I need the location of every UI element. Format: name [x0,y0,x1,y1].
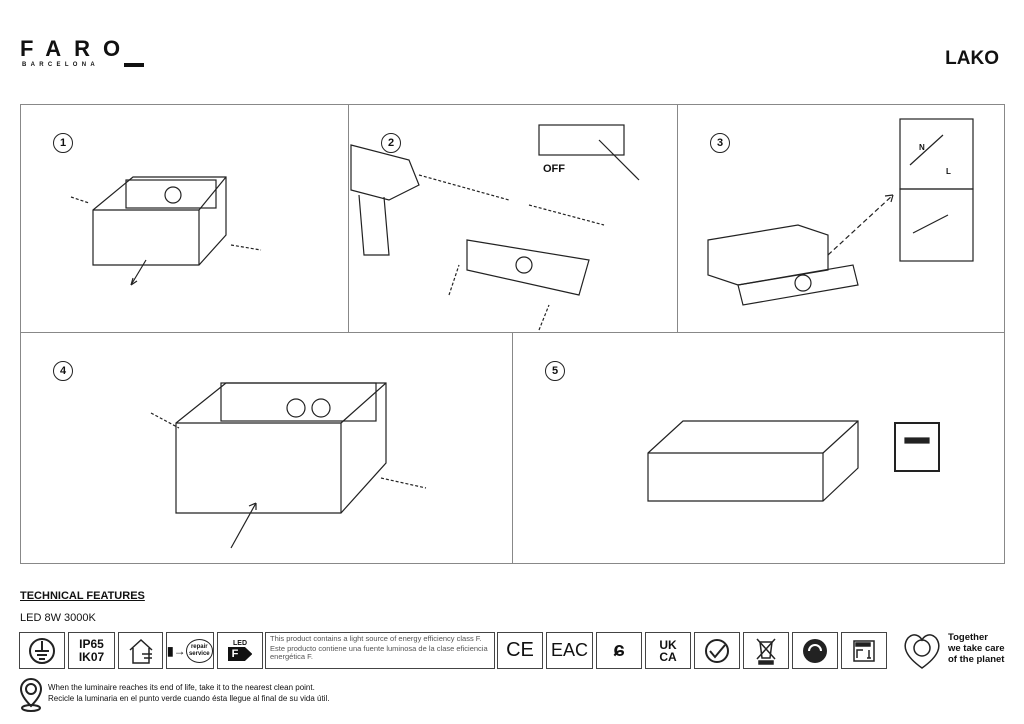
step-3-illustration [707,118,974,306]
ukca-line1: UK [659,637,677,652]
slogan-line1: Together [948,632,988,643]
recycle-location-icon [19,678,43,712]
certification-check-icon [694,632,740,669]
recycle-notice: When the luminaire reaches its end of li… [48,682,330,704]
repair-service-icon: ▮→repair service [166,632,214,669]
step-number: 4 [53,361,73,381]
energy-text-en: This product contains a light source of … [270,634,482,643]
ce-mark: CE [497,632,543,669]
ip-rating: IP65 [79,636,104,651]
step-4-panel: 4 [20,332,513,564]
eac-mark: EAC [546,632,593,669]
wire-n-label: N [919,143,925,152]
step-number: 5 [545,361,565,381]
step-number: 1 [53,133,73,153]
weee-bin-icon [743,632,789,669]
energy-info-box: This product contains a light source of … [265,632,495,669]
earth-class-icon [19,632,65,669]
step-2-panel: 2 OFF [348,104,678,333]
slogan-line3: of the planet [948,654,1005,665]
slogan-line2: we take care [948,643,1005,654]
product-title: LAKO [945,48,999,69]
plug-arrow-icon: ▮→ [167,643,186,658]
repair-label: repair service [185,638,213,663]
brand-logo: FARO [20,36,134,61]
recycle-text-es: Recicle la luminaria en el punto verde c… [48,694,330,703]
recycle-bin-icon [841,632,887,669]
step-5-illustration [647,420,940,502]
green-dot-icon [792,632,838,669]
energy-class-badge: F [227,647,253,661]
wire-l-label: L [946,167,951,176]
spec-text: LED 8W 3000K [20,612,96,624]
logo-bar [124,63,144,67]
step-1-illustration [70,176,262,286]
step-number: 2 [381,133,401,153]
recycle-text-en: When the luminaire reaches its end of li… [48,683,315,692]
heart-planet-icon [900,628,944,672]
off-label: OFF [543,163,565,175]
step-5-panel: 5 [512,332,1005,564]
energy-text-es: Este producto contiene una fuente lumino… [270,644,488,661]
ukca-line2: CA [659,649,677,664]
outdoor-house-icon [118,632,163,669]
step-4-illustration [150,382,427,549]
technical-features-heading: TECHNICAL FEATURES [20,590,145,602]
step-2-illustration [350,124,640,331]
energy-led-label: LED [233,640,247,647]
compliance-logo-icon: ɕ [596,632,642,669]
step-1-panel: 1 [20,104,349,333]
step-3-panel: 3 N L [677,104,1005,333]
ik-rating: IK07 [78,649,105,664]
step-number: 3 [710,133,730,153]
brand-subtitle: BARCELONA [22,62,100,68]
